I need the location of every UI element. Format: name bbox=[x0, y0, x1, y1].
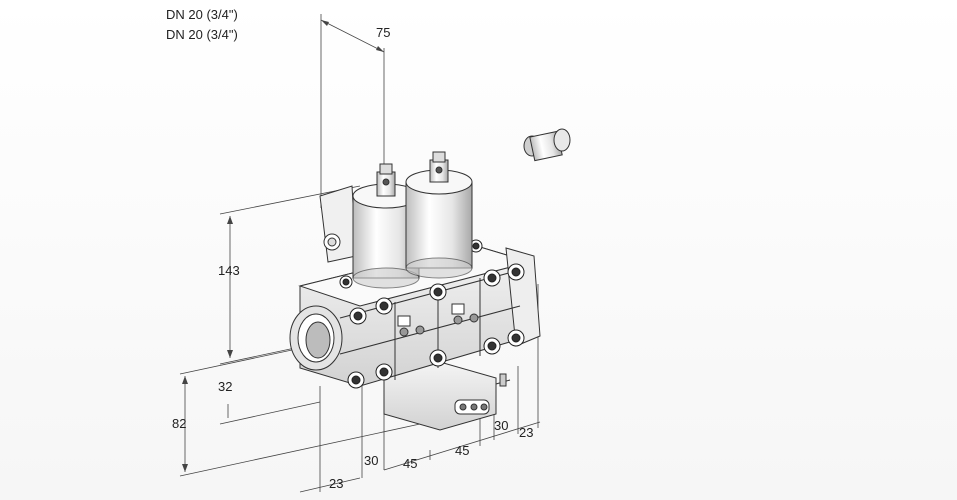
screw-1 bbox=[349, 307, 367, 325]
dim-82: 82 bbox=[172, 416, 186, 431]
housing-screws bbox=[339, 239, 525, 389]
dim-143: 143 bbox=[218, 263, 240, 278]
dim-23-bottom: 23 bbox=[329, 476, 343, 491]
screw-7 bbox=[375, 363, 393, 381]
dim-32: 32 bbox=[218, 379, 232, 394]
screw-10 bbox=[507, 329, 525, 347]
screw-12 bbox=[469, 239, 483, 253]
nominal-size-label-2: DN 20 (3/4") bbox=[166, 27, 238, 42]
screw-9 bbox=[483, 337, 501, 355]
dimension-arrows bbox=[182, 20, 384, 472]
screw-5 bbox=[507, 263, 525, 281]
screw-2 bbox=[375, 297, 393, 315]
screw-8 bbox=[429, 349, 447, 367]
nominal-size-label-1: DN 20 (3/4") bbox=[166, 7, 238, 22]
screw-4 bbox=[483, 269, 501, 287]
valve-body bbox=[289, 185, 541, 431]
dim-30-left: 30 bbox=[364, 453, 378, 468]
dim-45-left: 45 bbox=[403, 456, 417, 471]
dim-45-right: 45 bbox=[455, 443, 469, 458]
dim-30-right: 30 bbox=[494, 418, 508, 433]
cable-gland-icon bbox=[523, 128, 571, 162]
dim-75: 75 bbox=[376, 25, 390, 40]
screw-11 bbox=[339, 275, 353, 289]
screw-3 bbox=[429, 283, 447, 301]
solenoid-coil-right bbox=[405, 151, 473, 279]
screw-6 bbox=[347, 371, 365, 389]
dim-23-right: 23 bbox=[519, 425, 533, 440]
